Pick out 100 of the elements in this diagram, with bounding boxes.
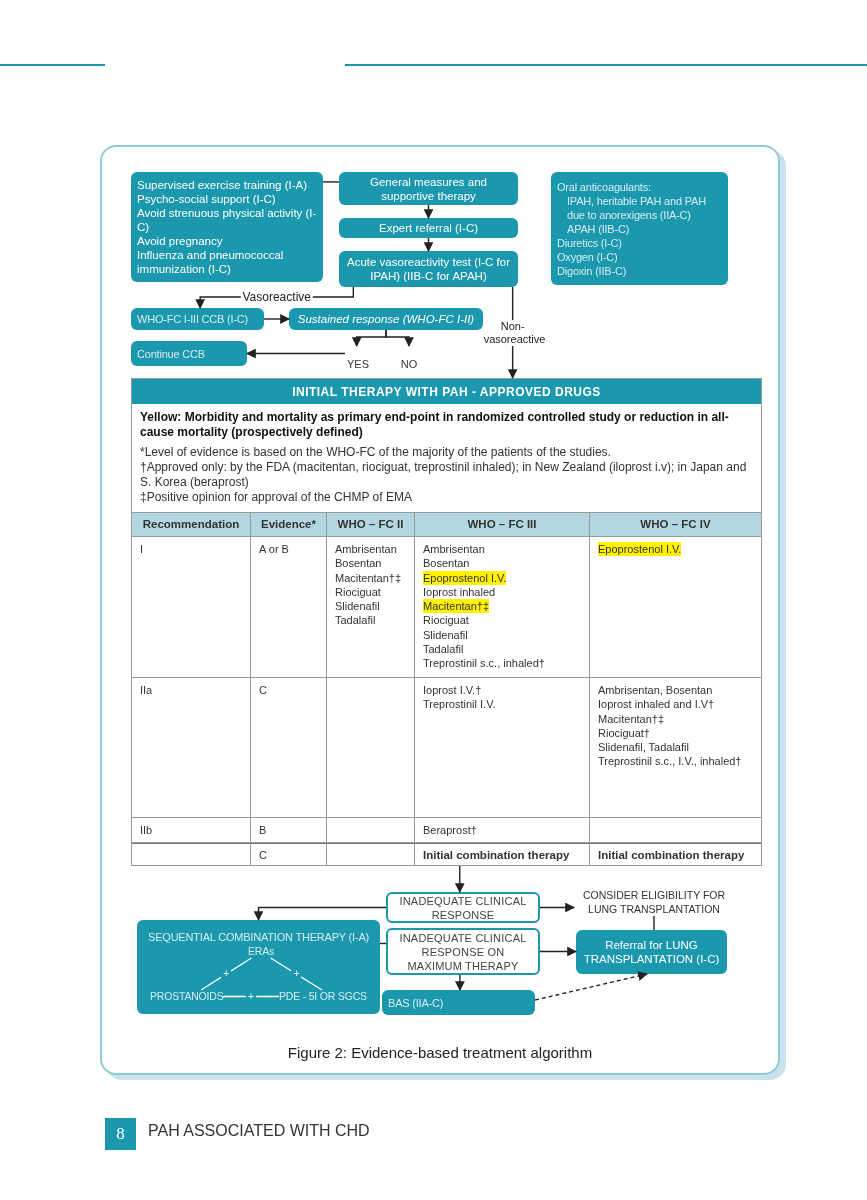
box-text: Digoxin (IIB-C)	[557, 263, 628, 278]
column-header: WHO – FC II	[327, 513, 415, 537]
box-text: Influenza and pneumococcal immunization (I-C)	[137, 248, 285, 276]
flow-text: CONSIDER ELIGIBILITY FOR LUNG TRANSPLANTATION	[574, 888, 734, 916]
table-cell-text: Epoprostenol I.V.	[598, 542, 682, 557]
table-cell-text: Riociguat	[335, 584, 382, 600]
table-cell-text: Initial combination therapy	[423, 848, 571, 863]
table-cell-text: IIb	[140, 823, 154, 838]
arrow	[539, 902, 575, 913]
arrow	[423, 204, 434, 219]
table-cell-text: Ioprost I.V.†	[423, 683, 483, 698]
arrow	[423, 237, 434, 252]
arrow	[385, 329, 414, 347]
table-cell-text: C	[259, 848, 268, 863]
process-box	[339, 172, 518, 205]
table-cell-text: Treprostinil s.c., I.V., inhaled†	[598, 754, 743, 769]
arrow	[263, 314, 290, 324]
outcome-box	[386, 892, 540, 923]
connector-line	[269, 957, 323, 991]
process-box	[339, 251, 518, 287]
edge-label: +	[246, 991, 256, 1002]
box-text: APAH (IIB-C)	[566, 221, 631, 236]
box-text: Referral for LUNG TRANSPLANTATION (I-C)	[582, 938, 721, 966]
edge-label: +	[291, 969, 302, 979]
table-cell-text: Macitentan†‡	[335, 570, 403, 585]
box-text: INADEQUATE CLINICAL RESPONSE ON MAXIMUM THERAPY	[398, 930, 528, 973]
table-cell-text: Tadalafil	[335, 613, 377, 628]
box-text: Oral anticoagulants:	[557, 179, 652, 194]
branch-label: YES	[345, 346, 371, 371]
process-box	[131, 308, 264, 330]
footer-title: PAH ASSOCIATED WITH CHD	[148, 1122, 370, 1140]
table-cell-text: Treprostinil I.V.	[423, 697, 497, 712]
table-title: INITIAL THERAPY WITH PAH - APPROVED DRUGS	[132, 379, 761, 404]
box-text: INADEQUATE CLINICAL RESPONSE	[398, 893, 528, 922]
process-box	[382, 990, 535, 1015]
table-cell-text: I	[140, 542, 145, 557]
arrow	[246, 348, 346, 359]
table-cell-text: Ambrisentan, Bosentan	[598, 683, 714, 698]
column-header: WHO – FC IV	[590, 513, 761, 537]
box-text: Sustained response (WHO-FC I-II)	[296, 312, 476, 326]
connector-line	[653, 915, 655, 931]
therapy-table	[131, 378, 762, 866]
table-cell-text: Slidenafil	[335, 599, 381, 614]
table-cell-text: Initial combination therapy	[598, 848, 746, 863]
info-box	[131, 172, 323, 282]
connector-line	[222, 995, 280, 998]
table-cell-text: Ioprost inhaled and I.V†	[598, 697, 716, 712]
figure-caption: Figure 2: Evidence-based treatment algorithm	[286, 1044, 594, 1061]
table-note: Yellow: Morbidity and mortality as primary end-point in randomized controlled study or reduction in all-cause mortality (prospectively defined)	[140, 410, 730, 440]
table-cell-text: IIa	[140, 683, 154, 698]
box-text: IPAH, heritable PAH and PAH due to anorexigens (IIA-C)	[566, 193, 707, 222]
arrow	[253, 906, 387, 921]
box-text: Supervised exercise training (I-A)	[137, 178, 308, 192]
table-cell-text: Tadalafil	[423, 642, 465, 657]
box-text: Psycho-social support (I-C)	[137, 192, 277, 206]
arrow	[454, 865, 465, 893]
table-cell-text: A or B	[259, 542, 290, 557]
branch-label: NO	[397, 346, 421, 371]
arrow	[455, 974, 465, 991]
table-cell-text: Macitentan†‡	[598, 711, 666, 726]
table-cell-text: Ioprost inhaled	[423, 584, 497, 600]
box-text: BAS (IIA-C)	[388, 995, 445, 1010]
info-box	[551, 172, 728, 285]
table-note: *Level of evidence is based on the WHO-FC of the majority of the patients of the studies.	[140, 445, 612, 460]
table-cell-text: Bosentan	[423, 556, 471, 571]
box-text: Avoid pregnancy	[137, 234, 224, 248]
box-text: Acute vasoreactivity test (I-C for IPAH) (IIB-C for APAH)	[346, 255, 511, 283]
table-note: ‡Positive opinion for approval of the CHMP of EMA	[140, 490, 413, 505]
table-cell-text: Riociguat†	[598, 725, 651, 741]
process-box	[576, 930, 727, 974]
column-header: Evidence*	[251, 513, 327, 537]
process-box	[339, 218, 518, 238]
edge-label: Vasoreactive	[240, 290, 313, 304]
box-text: Oxygen (I-C)	[557, 249, 619, 264]
table-cell-text: Ambrisentan	[335, 542, 398, 557]
box-text: SEQUENTIAL COMBINATION THERAPY (I-A)	[147, 930, 370, 944]
process-box	[131, 341, 247, 366]
table-cell-text: Riociguat	[423, 613, 470, 628]
outcome-box	[386, 928, 540, 975]
column-header: Recommendation	[132, 513, 251, 537]
arrow	[539, 946, 577, 957]
page-number: 8	[105, 1118, 136, 1150]
box-text: Avoid strenuous physical activity (I-C)	[137, 206, 317, 234]
column-header: WHO – FC III	[415, 513, 590, 537]
table-cell-text: Treprostinil s.c., inhaled†	[423, 656, 546, 671]
edge-label: +	[221, 969, 232, 979]
table-cell-text: Slidenafil	[423, 627, 469, 643]
connector-line	[322, 181, 340, 183]
box-text: Expert referral (I-C)	[377, 221, 479, 235]
table-cell-text: Bosentan	[335, 556, 383, 571]
decision-box	[289, 308, 483, 330]
drug-class-text: PROSTANOIDS	[150, 990, 223, 1003]
drug-class-text: ERAs	[245, 945, 277, 958]
box-text: General measures and supportive therapy	[369, 174, 488, 203]
connector-line	[379, 942, 387, 945]
table-cell-text: Beraprost†	[423, 823, 478, 838]
table-cell-text: Slidenafil, Tadalafil	[598, 740, 690, 755]
connector-line	[200, 957, 253, 991]
table-cell-text: Macitentan†‡	[423, 599, 490, 614]
table-cell-text: B	[259, 823, 268, 838]
